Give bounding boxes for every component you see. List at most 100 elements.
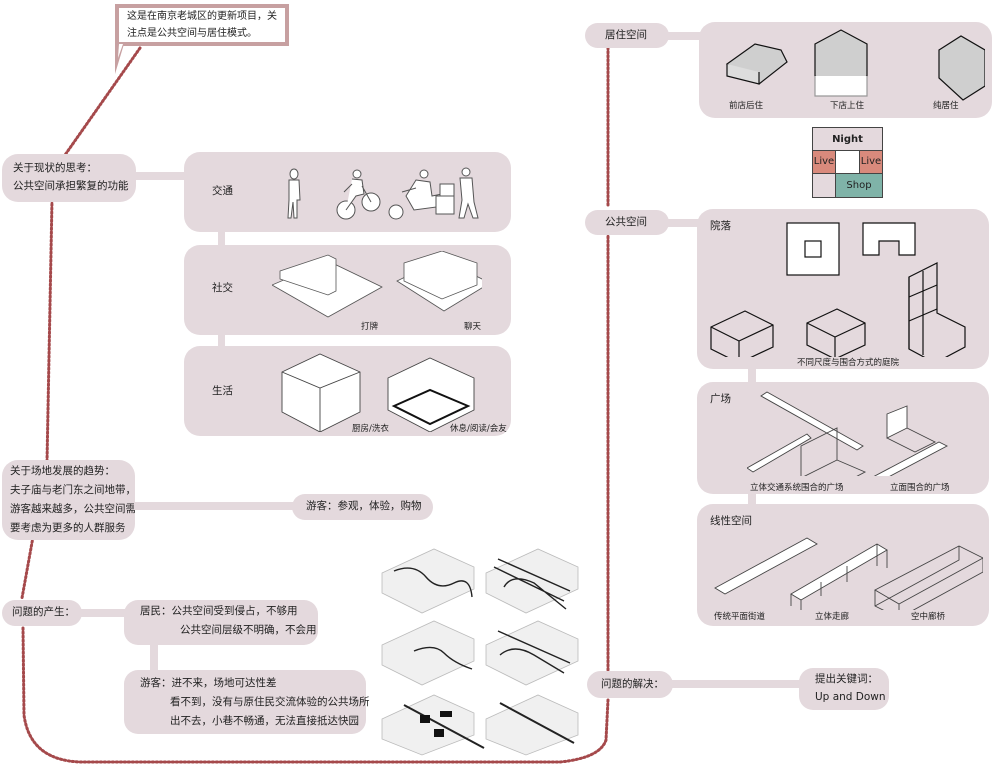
connector (134, 502, 294, 510)
residents-line-2: 公共空间层级不明确，不会用 (180, 624, 317, 636)
living-space-label: 居住空间 (605, 29, 647, 41)
residential-only-house (938, 35, 985, 101)
caption-cards: 打牌 (361, 322, 379, 332)
panel-social: 社交 打牌 聊天 (184, 245, 511, 335)
connector (80, 609, 128, 617)
current-state-line-2: 公共空间承担繁复的功能 (13, 180, 129, 192)
tourists-line-1: 游客：进不来，场地可达性差 (140, 677, 277, 689)
trend-line-3: 游客越来越多，公共空间需 (10, 503, 136, 515)
courtyard-box-1 (710, 310, 774, 357)
courtyard-caption: 不同尺度与围合方式的庭院 (797, 358, 900, 368)
linear-caption-2: 立体走廊 (815, 612, 850, 622)
3d-corridor (790, 543, 888, 601)
life-rooms-illustration (281, 353, 475, 432)
caption-kitchen-laundry: 厨房/洗衣 (352, 424, 389, 434)
trend-line-1: 关于场地发展的趋势： (10, 465, 115, 477)
caption-chat: 聊天 (464, 322, 482, 332)
project-intro-callout: 这是在南京老城区的更新项目，关 注点是公共空间与居住模式。 (115, 4, 289, 46)
site-trend-node[interactable]: 关于场地发展的趋势： 夫子庙与老门东之间地带， 游客越来越多，公共空间需 要考虑… (2, 460, 136, 540)
courtyard-panel: 院落 不同尺度与围合方式的庭院 (697, 209, 989, 369)
problem-solution-label: 问题的解决： (601, 678, 664, 690)
site-diagram-5 (381, 694, 475, 756)
courtyard-illustration (710, 222, 966, 357)
flat-street (714, 537, 818, 595)
living-space-node[interactable]: 居住空间 (585, 23, 669, 48)
connector (218, 230, 225, 250)
site-circulation-diagrams (381, 548, 579, 756)
connector (134, 172, 186, 180)
square-caption-1: 立体交通系统围合的广场 (750, 483, 844, 493)
problem-solution-node[interactable]: 问题的解决： (587, 671, 673, 698)
grid-empty-cell (836, 151, 859, 174)
panel-life: 生活 厨房/洗衣 休息/阅读/会友 (184, 346, 511, 436)
current-state-node[interactable]: 关于现状的思考： 公共空间承担繁复的功能 (2, 154, 136, 202)
connector (150, 644, 158, 672)
grid-live-right-cell: Live (859, 151, 882, 174)
tourists-problem-node[interactable]: 游客：进不来，场地可达性差 看不到，没有与原住民交流体验的公共场所 出不去，小巷… (124, 670, 370, 734)
callout-pointer (115, 44, 124, 74)
connector (667, 32, 703, 40)
facade-wall (886, 405, 908, 439)
square-panel: 广场 立体交通系统围合的广场 立面围合的广场 (697, 382, 989, 494)
caption-residential-only: 纯居住 (933, 101, 959, 111)
ground-strip (873, 441, 948, 476)
grid-blank-cell (813, 174, 836, 197)
site-diagram-4 (485, 620, 579, 686)
linear-space-panel: 线性空间 传统平面街道 立体走廊 空中廊桥 (697, 504, 989, 626)
tourists-line-3: 出不去，小巷不畅通，无法直接抵达快园 (170, 715, 359, 727)
current-state-line-1: 关于现状的思考： (13, 162, 97, 174)
residents-problem-node[interactable]: 居民：公共空间受到侵占，不够用 公共空间层级不明确，不会用 (124, 600, 318, 645)
linear-space-title: 线性空间 (710, 515, 752, 527)
linear-caption-3: 空中廊桥 (911, 612, 946, 622)
housing-types-illustration (725, 29, 985, 101)
caption-front-shop-back-live: 前店后住 (729, 101, 764, 111)
square-title: 广场 (710, 393, 731, 405)
courtyard-title: 院落 (710, 220, 731, 232)
panel-life-label: 生活 (212, 385, 233, 397)
sky-bridge (874, 545, 983, 605)
public-space-node[interactable]: 公共空间 (585, 210, 669, 235)
grid-shop-cell: Shop (836, 174, 882, 197)
panel-traffic: 交通 (184, 152, 511, 232)
keyword-line-1: 提出关键词： (815, 673, 878, 685)
connector (748, 368, 756, 384)
linear-caption-1: 传统平面街道 (714, 612, 766, 622)
square-illustration (747, 391, 948, 476)
grid-live-left-cell: Live (813, 151, 836, 174)
square-caption-2: 立面围合的广场 (890, 483, 950, 493)
site-diagram-6 (485, 694, 579, 756)
site-diagram-1 (381, 548, 475, 614)
trend-line-4: 要考虑为更多的人群服务 (10, 522, 126, 534)
caption-rest-read-meet: 休息/阅读/会友 (450, 424, 507, 434)
social-rooms-illustration (272, 251, 482, 318)
panel-social-label: 社交 (212, 282, 233, 294)
connector (748, 493, 756, 507)
callout-line-1: 这是在南京老城区的更新项目，关 (127, 11, 277, 22)
traffic-figures-illustration (287, 167, 479, 220)
courtyard-box-3 (908, 262, 966, 357)
panel-traffic-label: 交通 (212, 185, 233, 197)
residents-line-1: 居民：公共空间受到侵占，不够用 (140, 605, 298, 617)
keyword-node[interactable]: 提出关键词： Up and Down (799, 668, 889, 710)
problem-origin-label: 问题的产生： (12, 606, 75, 618)
cyclist-icon (336, 169, 381, 220)
connector (667, 219, 703, 227)
connector (671, 680, 803, 688)
linear-space-illustration (714, 537, 983, 610)
connector (218, 330, 225, 350)
tourist-activities-text: 游客：参观，体验，购物 (306, 500, 422, 512)
keyword-line-2: Up and Down (815, 691, 886, 703)
cart-pusher-icon (435, 167, 479, 219)
problem-origin-node[interactable]: 问题的产生： (2, 600, 82, 626)
grid-night-cell: Night (813, 128, 882, 151)
living-types-panel: 前店后住 下店上住 纯居住 (699, 22, 992, 118)
trend-line-2: 夫子庙与老门东之间地带， (10, 484, 136, 496)
tourists-line-2: 看不到，没有与原住民交流体验的公共场所 (170, 696, 370, 708)
u-shaped-courtyard-plan (862, 222, 916, 256)
site-diagram-3 (381, 620, 475, 686)
pedestrian-icon (287, 168, 301, 219)
tourist-activities-node[interactable]: 游客：参观，体验，购物 (292, 494, 433, 520)
courtyard-box-2 (806, 308, 866, 357)
callout-line-2: 注点是公共空间与居住模式。 (127, 28, 257, 39)
